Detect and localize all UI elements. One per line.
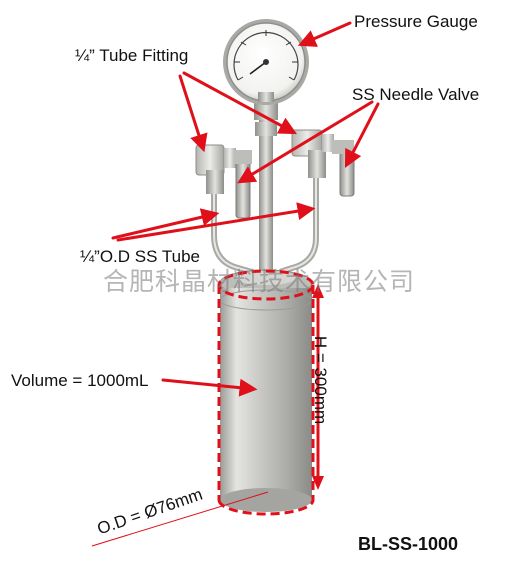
ss-tube-left [211,185,253,275]
arrow-needle-valve-left [237,100,374,184]
arrow-ss-tube-left [111,208,220,240]
arrow-ss-tube-right [116,202,316,242]
arrow-tube-fitting-left [178,74,208,153]
center-pipe [259,118,273,276]
ss-tube-right [279,178,319,275]
arrow-tube-fitting-right [182,71,297,135]
label-pressure-gauge: Pressure Gauge [354,12,478,31]
left-tube-fitting [195,144,252,219]
right-tube-fitting [291,129,355,197]
pressure-gauge [223,19,309,105]
label-tube-fitting: ¼” Tube Fitting [75,46,189,65]
diameter-dimension-line [91,491,269,547]
label-volume: Volume = 1000mL [11,371,149,390]
arrow-volume [161,378,258,397]
vessel-cylinder [219,288,313,512]
arrow-pressure-gauge [297,21,352,47]
company-watermark: 合肥科晶材料技术有限公司 [103,267,416,296]
label-needle-valve: SS Needle Valve [352,85,480,104]
label-height: H = 300mm [311,335,330,425]
model-number: BL-SS-1000 [358,534,459,554]
arrow-needle-valve-right [344,102,380,168]
label-ss-tube: ¼”O.D SS Tube [80,247,200,266]
height-dimension-line [312,284,324,490]
